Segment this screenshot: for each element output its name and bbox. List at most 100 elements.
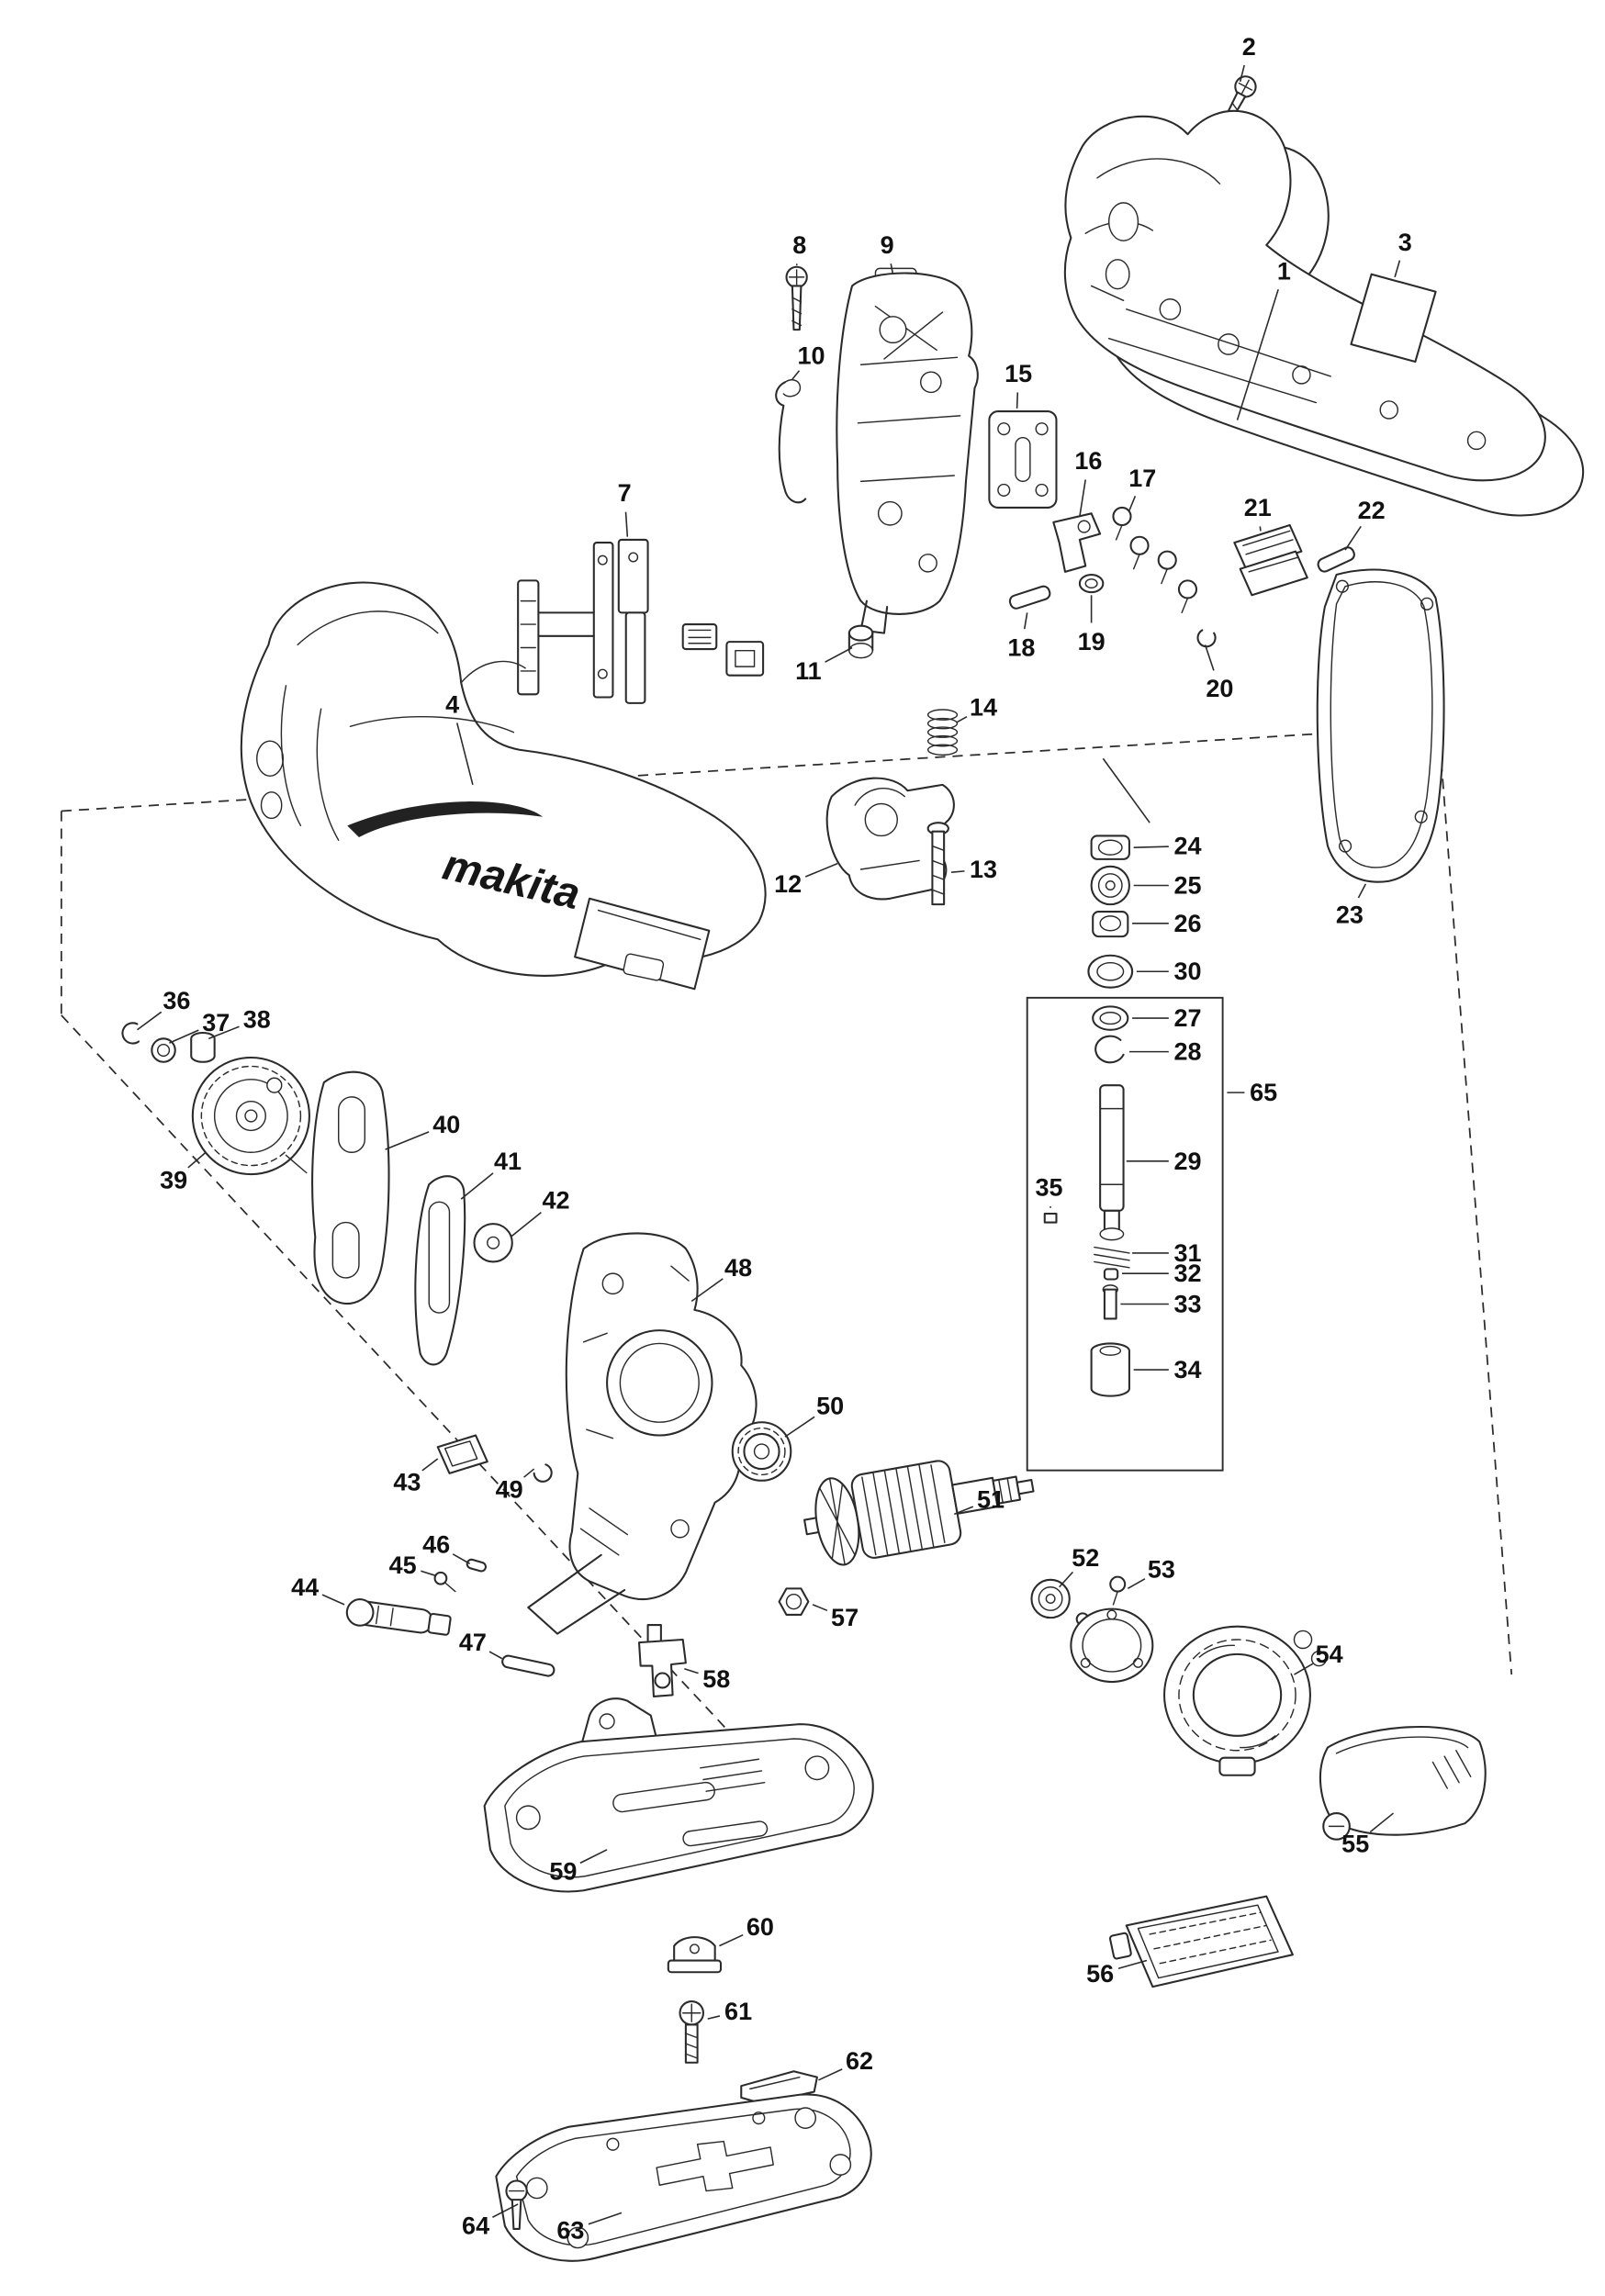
part-number-label-59: 59 bbox=[549, 1858, 577, 1886]
part-46-pin bbox=[466, 1558, 487, 1573]
part-4-tool-body: makita bbox=[240, 581, 767, 991]
part-47-pin bbox=[501, 1654, 556, 1677]
part-number-label-61: 61 bbox=[724, 1998, 752, 2025]
part-64-screw bbox=[505, 2179, 528, 2230]
part-number-label-1: 1 bbox=[1277, 258, 1291, 286]
part-number-label-4: 4 bbox=[445, 690, 459, 718]
leader-line-38 bbox=[208, 1025, 240, 1040]
leader-line-3 bbox=[1394, 260, 1401, 278]
leader-line-50 bbox=[784, 1416, 815, 1438]
leader-line-54 bbox=[1294, 1663, 1314, 1675]
part-number-label-52: 52 bbox=[1072, 1544, 1099, 1572]
part-49-clip bbox=[533, 1463, 553, 1483]
leader-line-45 bbox=[421, 1570, 435, 1576]
part-34-sleeve bbox=[1090, 1342, 1130, 1397]
leader-line-11 bbox=[825, 646, 853, 663]
leader-line-22 bbox=[1344, 525, 1362, 551]
leader-line-42 bbox=[510, 1212, 542, 1238]
leader-line-1 bbox=[1236, 289, 1279, 420]
part-60-clamp bbox=[667, 1936, 723, 1974]
part-24-washer bbox=[1090, 834, 1130, 860]
part-number-label-2: 2 bbox=[1242, 33, 1256, 61]
leader-line-9 bbox=[890, 263, 894, 274]
part-number-label-14: 14 bbox=[970, 694, 997, 722]
part-number-label-62: 62 bbox=[846, 2047, 873, 2075]
leader-line-44 bbox=[321, 1594, 345, 1606]
leader-line-10 bbox=[791, 370, 801, 380]
part-number-label-35: 35 bbox=[1036, 1173, 1063, 1201]
part-1-housing-front-half bbox=[1063, 109, 1546, 482]
part-26-washer bbox=[1092, 911, 1129, 938]
part-41-lever bbox=[414, 1175, 466, 1366]
part-3-nameplate bbox=[1350, 273, 1437, 364]
part-number-label-46: 46 bbox=[422, 1531, 450, 1559]
part-number-label-56: 56 bbox=[1086, 1960, 1114, 1988]
leader-line-47 bbox=[488, 1651, 503, 1660]
part-number-label-41: 41 bbox=[494, 1148, 522, 1175]
leader-line-62 bbox=[818, 2068, 843, 2081]
part-13-screw bbox=[926, 822, 949, 906]
dashed-guide-line-3 bbox=[1437, 726, 1513, 1675]
part-number-label-38: 38 bbox=[243, 1006, 271, 1034]
leader-line-48 bbox=[690, 1278, 724, 1302]
part-number-label-28: 28 bbox=[1173, 1038, 1201, 1066]
part-number-label-34: 34 bbox=[1173, 1356, 1201, 1383]
part-23-gasket bbox=[1316, 568, 1445, 883]
leader-line-37 bbox=[169, 1029, 199, 1044]
leader-line-15 bbox=[1016, 392, 1019, 409]
part-number-label-18: 18 bbox=[1007, 633, 1035, 661]
part-number-label-64: 64 bbox=[462, 2212, 489, 2240]
leader-line-24 bbox=[1133, 846, 1169, 848]
part-number-label-9: 9 bbox=[881, 231, 894, 259]
part-number-label-53: 53 bbox=[1148, 1556, 1175, 1584]
leader-line-7 bbox=[624, 511, 629, 537]
part-19-cap bbox=[1078, 574, 1105, 594]
part-number-label-27: 27 bbox=[1173, 1004, 1201, 1032]
part-number-label-31: 31 bbox=[1173, 1239, 1201, 1267]
part-29-plunger-rod bbox=[1099, 1084, 1125, 1241]
leader-line-4 bbox=[455, 722, 474, 786]
part-62-strip bbox=[740, 2070, 818, 2105]
dashed-guide-line-4 bbox=[61, 1014, 818, 1827]
part-number-label-63: 63 bbox=[556, 2216, 584, 2244]
part-number-label-13: 13 bbox=[970, 856, 997, 883]
part-9-gear-housing bbox=[836, 267, 979, 634]
part-number-label-22: 22 bbox=[1358, 497, 1386, 524]
leader-line-56 bbox=[1117, 1959, 1148, 1970]
part-number-label-32: 32 bbox=[1173, 1260, 1201, 1287]
part-number-label-39: 39 bbox=[160, 1166, 187, 1193]
part-37-washer bbox=[151, 1037, 176, 1063]
leader-line-20 bbox=[1204, 644, 1215, 671]
leader-line-16 bbox=[1079, 479, 1086, 517]
part-number-label-44: 44 bbox=[291, 1574, 319, 1601]
part-40-plate bbox=[311, 1070, 390, 1305]
part-31-spring bbox=[1094, 1246, 1130, 1269]
part-55-cover bbox=[1319, 1725, 1487, 1841]
part-53-baffle-plate bbox=[1070, 1575, 1154, 1684]
part-number-label-3: 3 bbox=[1398, 229, 1412, 256]
leader-line-60 bbox=[719, 1933, 744, 1947]
part-25-bearing bbox=[1090, 865, 1130, 906]
leader-line-49 bbox=[523, 1468, 535, 1478]
part-15-plate bbox=[988, 410, 1058, 509]
part-52-bearing bbox=[1030, 1578, 1071, 1619]
part-number-label-26: 26 bbox=[1173, 910, 1201, 937]
part-42-disc bbox=[473, 1223, 513, 1263]
part-number-label-57: 57 bbox=[831, 1604, 859, 1631]
part-10-wire-lever bbox=[775, 379, 807, 504]
part-number-label-60: 60 bbox=[746, 1913, 774, 1941]
part-number-label-54: 54 bbox=[1316, 1641, 1343, 1668]
leader-line-17 bbox=[1128, 495, 1137, 511]
leader-line-40 bbox=[385, 1131, 430, 1150]
part-number-label-16: 16 bbox=[1074, 447, 1102, 475]
part-59-base bbox=[483, 1697, 874, 1893]
part-number-label-55: 55 bbox=[1341, 1830, 1369, 1857]
part-number-label-8: 8 bbox=[792, 231, 806, 259]
leader-line-21 bbox=[1259, 526, 1262, 532]
assembly-group-box bbox=[1026, 996, 1224, 1472]
part-57-nut bbox=[778, 1587, 810, 1616]
part-8-screw bbox=[785, 265, 808, 331]
part-number-label-50: 50 bbox=[816, 1393, 844, 1420]
leader-line-61 bbox=[707, 2015, 721, 2020]
